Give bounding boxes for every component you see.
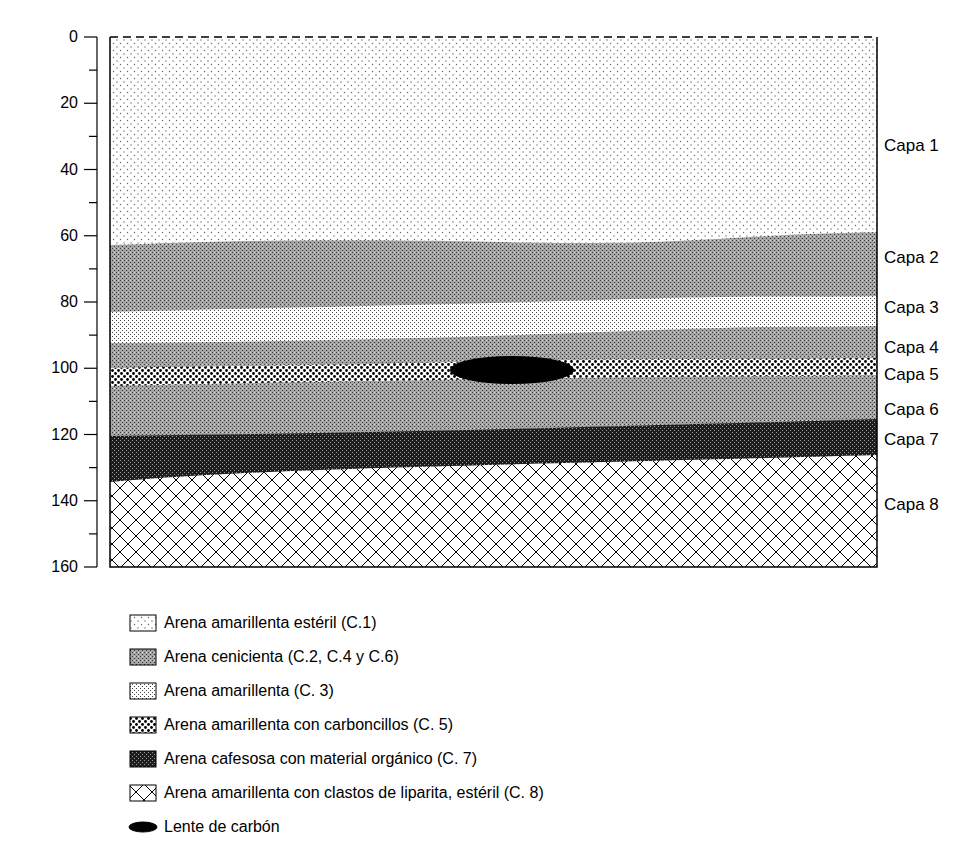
profile-frame (110, 37, 877, 567)
legend-swatch (130, 649, 156, 665)
axis-tick (89, 467, 97, 468)
depth-number: 0 (28, 27, 78, 47)
axis-tick (89, 136, 97, 137)
legend-swatch (130, 683, 156, 699)
legend-swatch (130, 615, 156, 631)
layer-label: Capa 6 (884, 400, 939, 420)
legend-swatch (129, 822, 157, 832)
layer-label: Capa 7 (884, 430, 939, 450)
axis-tick (84, 103, 97, 104)
depth-number: 100 (28, 358, 78, 378)
axis-tick (84, 301, 97, 302)
axis-tick (84, 566, 97, 567)
axis-tick (84, 36, 97, 37)
axis-tick (84, 500, 97, 501)
depth-number: 60 (28, 226, 78, 246)
layer-label: Capa 8 (884, 495, 939, 515)
axis-tick (84, 235, 97, 236)
axis-tick (84, 368, 97, 369)
layer-6 (110, 375, 877, 567)
legend-text: Arena amarillenta con clastos de liparit… (164, 783, 544, 803)
layer-label: Capa 1 (884, 136, 939, 156)
axis-tick (84, 434, 97, 435)
layer-label: Capa 2 (884, 248, 939, 268)
depth-number: 40 (28, 160, 78, 180)
legend-swatch (130, 785, 156, 801)
layer-8 (110, 455, 877, 567)
axis-tick (89, 533, 97, 534)
layer-7 (110, 419, 877, 567)
depth-number: 80 (28, 292, 78, 312)
layer-4 (110, 326, 877, 567)
legend-text: Arena cafesosa con material orgánico (C.… (164, 749, 477, 769)
axis-tick (84, 169, 97, 170)
axis-tick (89, 70, 97, 71)
layer-3 (110, 296, 877, 567)
depth-number: 120 (28, 425, 78, 445)
legend-text: Arena amarillenta (C. 3) (164, 681, 334, 701)
layer-label: Capa 3 (884, 298, 939, 318)
axis-tick (89, 401, 97, 402)
legend-swatch (130, 751, 156, 767)
depth-number: 160 (28, 557, 78, 577)
axis-tick (89, 268, 97, 269)
layer-2 (110, 232, 877, 567)
layer-label: Capa 5 (884, 365, 939, 385)
coal-lens (450, 356, 574, 384)
legend-swatches (129, 615, 157, 832)
layer-1 (110, 37, 877, 567)
legend-text: Arena cenicienta (C.2, C.4 y C.6) (164, 647, 399, 667)
depth-number: 20 (28, 93, 78, 113)
layers (110, 37, 877, 567)
legend-text: Arena amarillenta estéril (C.1) (164, 613, 377, 633)
legend-text: Arena amarillenta con carboncillos (C. 5… (164, 715, 453, 735)
depth-axis (84, 37, 97, 567)
depth-number: 140 (28, 491, 78, 511)
layer-label: Capa 4 (884, 338, 939, 358)
legend-swatch (130, 717, 156, 733)
legend-text: Lente de carbón (164, 817, 280, 837)
axis-tick (89, 335, 97, 336)
axis-tick (89, 202, 97, 203)
layer-5 (110, 358, 877, 567)
